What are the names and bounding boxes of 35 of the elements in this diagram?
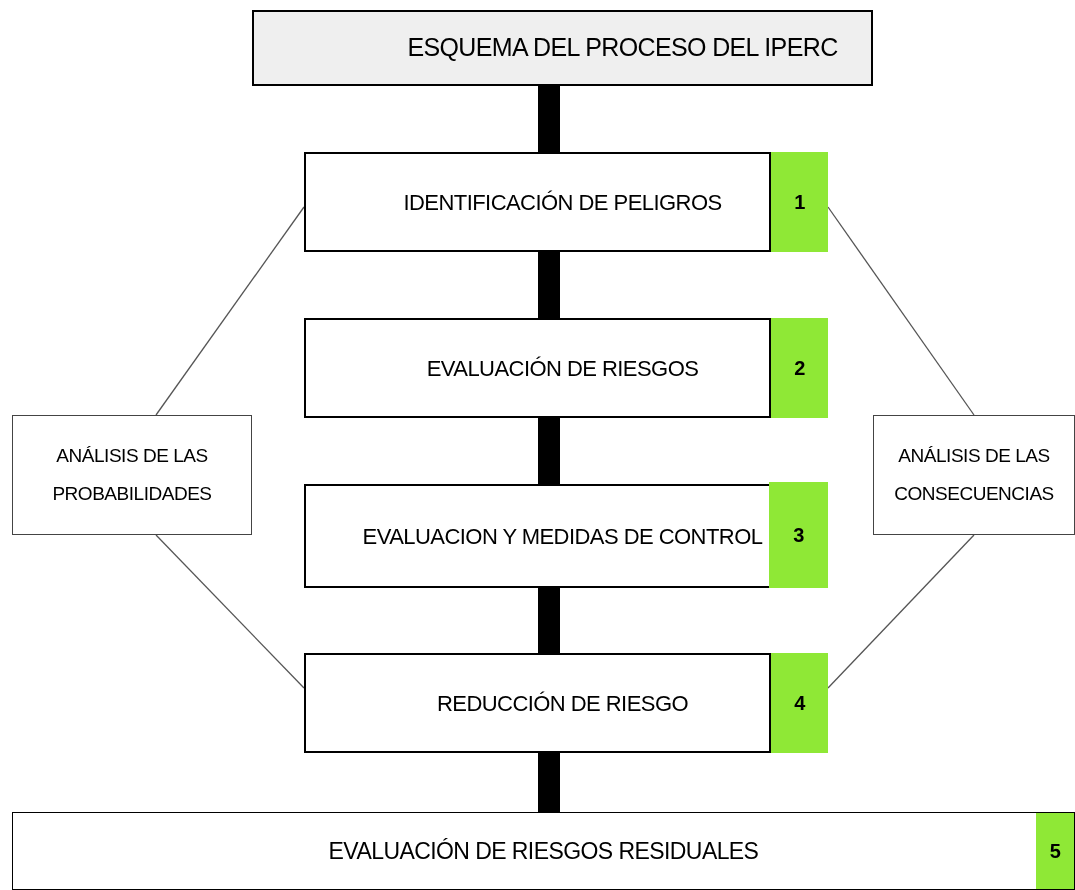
- analysis-box: [12, 415, 252, 535]
- node-label: EVALUACIÓN DE RIESGOS: [426, 354, 699, 383]
- node-label: IDENTIFICACIÓN DE PELIGROS: [403, 188, 722, 217]
- node-label: 3: [793, 523, 804, 548]
- connector-bar: [538, 418, 560, 484]
- process-box: [304, 152, 771, 252]
- step-number-box: [771, 318, 828, 418]
- connector-bar: [538, 86, 560, 152]
- node-label: EVALUACIÓN DE RIESGOS RESIDUALES: [328, 836, 759, 866]
- connector-bar: [538, 252, 560, 318]
- node-label: 2: [794, 356, 805, 381]
- process-box: [304, 653, 771, 753]
- connector-line: [155, 206, 305, 416]
- node-label: ESQUEMA DEL PROCESO DEL IPERC: [407, 32, 838, 64]
- analysis-box: [873, 415, 1075, 535]
- connector-bar: [538, 588, 560, 653]
- step-number-box: [769, 482, 828, 588]
- connector-line: [155, 534, 305, 689]
- node-label: 4: [794, 691, 805, 716]
- step-number-box: [771, 653, 828, 753]
- process-box: [304, 318, 771, 418]
- node-label: 1: [794, 190, 805, 215]
- node-label: ANÁLISIS DE LAS PROBABILIDADES: [51, 444, 213, 506]
- process-box: [304, 484, 771, 588]
- node-label: 5: [1049, 839, 1061, 864]
- connector-line: [827, 206, 975, 416]
- process-box: [12, 812, 1075, 890]
- step-number-box: [771, 152, 828, 252]
- title-box: [252, 10, 873, 86]
- node-label: ANÁLISIS DE LAS CONSECUENCIAS: [893, 444, 1055, 506]
- node-label: REDUCCIÓN DE RIESGO: [436, 689, 689, 718]
- node-label: EVALUACION Y MEDIDAS DE CONTROL: [362, 522, 763, 551]
- step-number-box: [1036, 813, 1074, 889]
- connector-bar: [538, 753, 560, 812]
- connector-line: [827, 534, 975, 689]
